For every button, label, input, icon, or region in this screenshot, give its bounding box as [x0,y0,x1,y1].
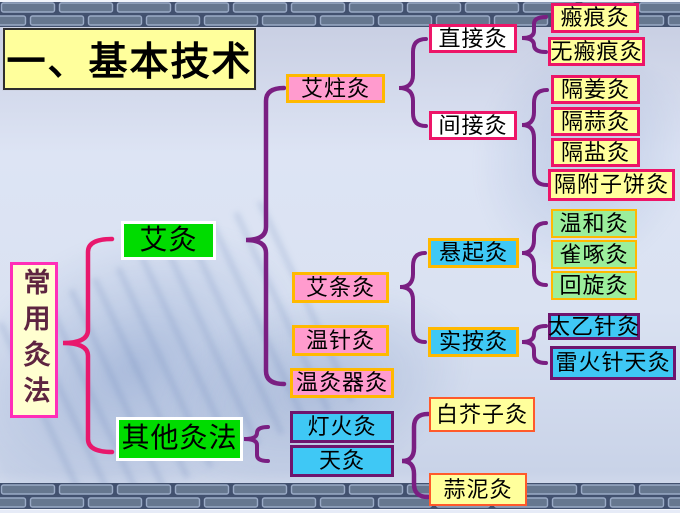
node-denghuojiu: 灯火灸 [290,411,394,443]
brace-jianjiejiu [521,88,549,187]
node-aijiu: 艾灸 [121,221,216,260]
brace-qitajiufa [243,425,270,463]
node-tianjiu: 天灸 [290,445,394,477]
node-gejiangjiu: 隔姜灸 [551,75,640,104]
brace-changyongjiufa [62,236,115,455]
brace-aijiu [245,85,287,387]
node-suannijiu: 蒜泥灸 [429,473,527,506]
brace-aitiaojiu [399,251,427,344]
node-leihuozhentianjiu: 雷火针天灸 [550,346,676,380]
node-shianjiu: 实按灸 [428,327,519,357]
node-changyongjiufa: 常用灸法 [10,262,58,418]
node-qitajiufa: 其他灸法 [116,417,243,461]
node-taiyizhenjiu: 太乙针灸 [548,313,641,340]
node-wenjiuqijiu: 温灸器灸 [290,368,394,398]
node-gefuzibingjiu: 隔附子饼灸 [548,169,675,201]
node-wenhejiu: 温和灸 [551,209,637,238]
node-aizhujiu: 艾炷灸 [286,74,385,103]
node-wenzhenjiu: 温针灸 [292,325,389,356]
node-gesuanjiu: 隔蒜灸 [551,107,640,136]
brace-tianjiu [401,411,431,500]
node-banhenjiu: 瘢痕灸 [551,3,639,33]
brace-aizhujiu [398,37,428,128]
brace-zhijiejiu [521,15,548,54]
node-wubanhenjiu: 无瘢痕灸 [548,37,645,66]
node-quezhuojiu: 雀啄灸 [551,240,637,269]
node-xuanqijiu: 悬起灸 [428,238,519,268]
node-baijiezijiu: 白芥子灸 [429,397,535,432]
node-geyanjiu: 隔盐灸 [551,138,640,167]
brick-border-bottom [0,483,680,509]
brace-shianjiu [521,324,548,365]
node-huixuanjiu: 回旋灸 [551,271,637,300]
bottom-edge [0,509,680,513]
node-aitiaojiu: 艾条灸 [292,272,389,303]
slide-title: 一、基本技术 [2,27,257,91]
node-zhijiejiu: 直接灸 [429,24,517,53]
node-jianjiejiu: 间接灸 [429,111,517,140]
brace-xuanqijiu [521,221,548,287]
